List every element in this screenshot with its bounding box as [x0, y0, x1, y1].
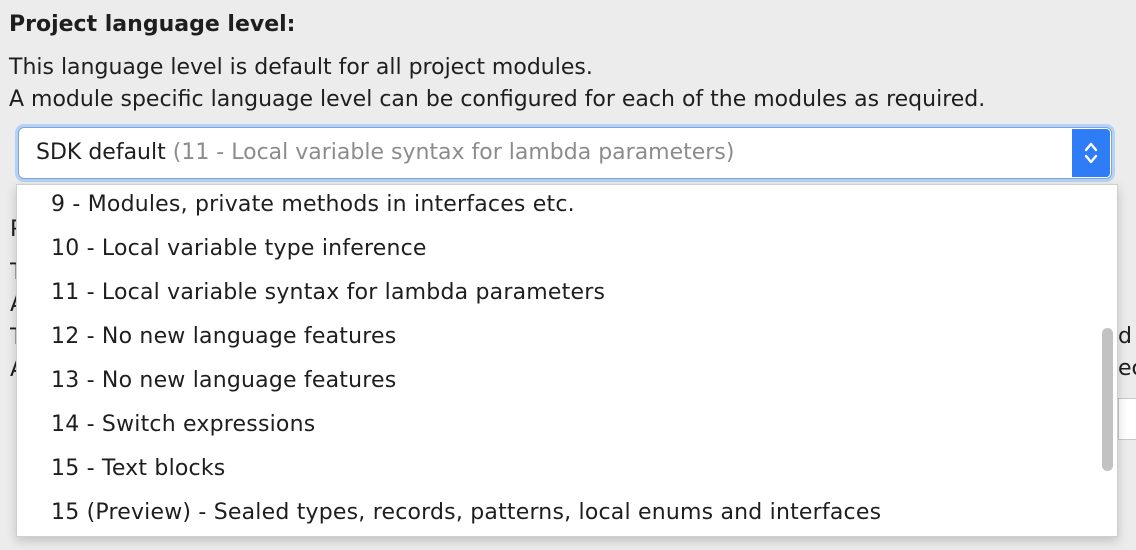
- background-text-fragment: ec: [1118, 356, 1136, 381]
- background-text-fragment: d: [1118, 324, 1132, 349]
- dropdown-option-list: 9 - Modules, private methods in interfac…: [17, 185, 1097, 535]
- dropdown-option[interactable]: 11 - Local variable syntax for lambda pa…: [51, 280, 606, 305]
- dropdown-option[interactable]: 13 - No new language features: [51, 368, 397, 393]
- language-level-dropdown[interactable]: 9 - Modules, private methods in interfac…: [16, 184, 1118, 537]
- background-text-fragment: T: [10, 325, 18, 350]
- background-text-fragment: A: [10, 292, 18, 317]
- language-level-description-2: A module specific language level can be …: [9, 87, 986, 112]
- dropdown-scrollbar[interactable]: [1097, 185, 1117, 536]
- background-text-fragment: T: [10, 260, 18, 285]
- language-level-combobox[interactable]: SDK default (11 - Local variable syntax …: [18, 127, 1112, 179]
- language-level-description-1: This language level is default for all p…: [9, 55, 593, 80]
- dropdown-option[interactable]: 14 - Switch expressions: [51, 412, 316, 437]
- dropdown-option[interactable]: 15 (Preview) - Sealed types, records, pa…: [51, 500, 882, 525]
- project-language-level-heading: Project language level:: [9, 12, 296, 37]
- dropdown-option[interactable]: 9 - Modules, private methods in interfac…: [51, 192, 575, 217]
- background-field-edge: [1118, 398, 1136, 440]
- combobox-text: SDK default (11 - Local variable syntax …: [36, 138, 1072, 168]
- background-text-fragment: A: [10, 357, 18, 382]
- dropdown-option[interactable]: 15 - Text blocks: [51, 456, 226, 481]
- combobox-selected-value: SDK default: [36, 140, 166, 165]
- combobox-selected-hint: (11 - Local variable syntax for lambda p…: [172, 140, 735, 165]
- scrollbar-thumb[interactable]: [1102, 328, 1113, 471]
- up-down-chevron-icon[interactable]: [1072, 129, 1110, 177]
- dropdown-option[interactable]: 12 - No new language features: [51, 324, 397, 349]
- background-text-fragment: P: [10, 217, 18, 242]
- dropdown-option[interactable]: 10 - Local variable type inference: [51, 236, 427, 261]
